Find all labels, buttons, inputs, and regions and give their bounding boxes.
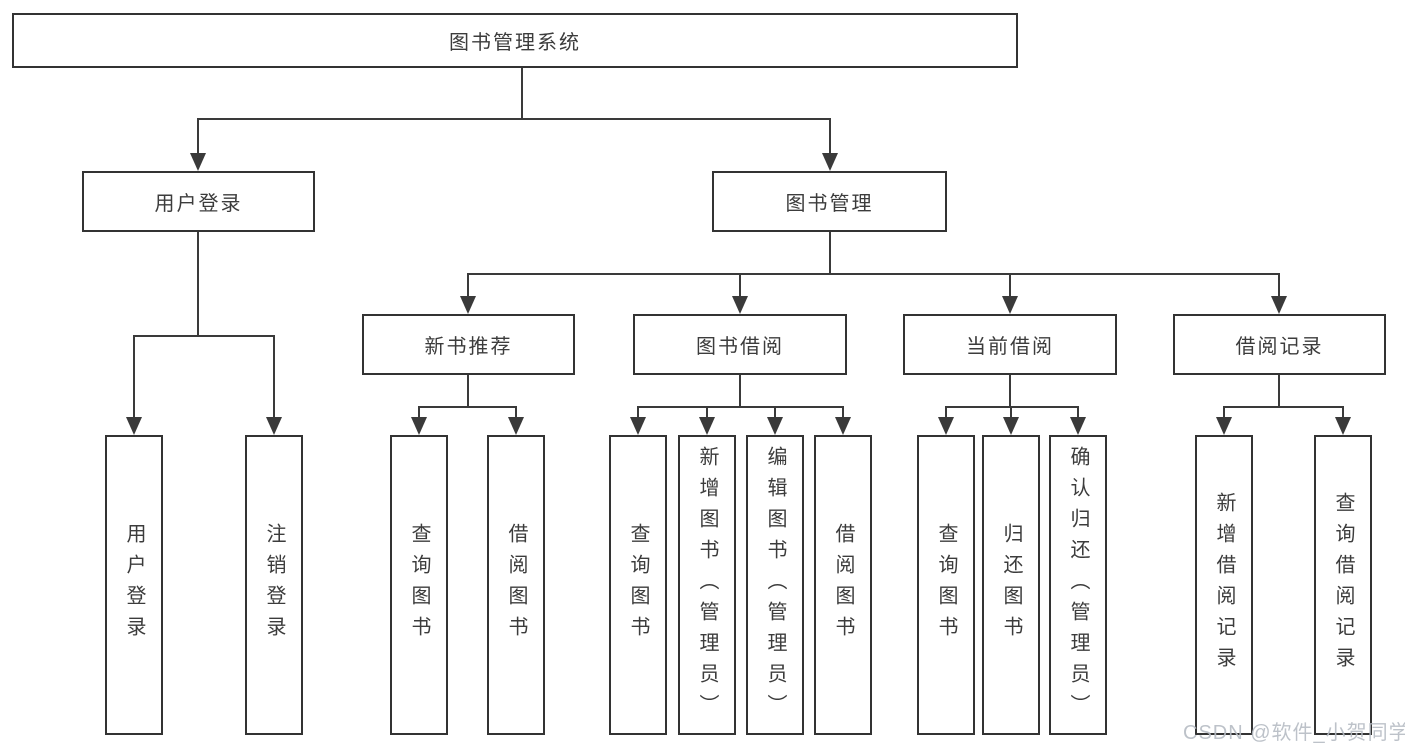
connector-line [637,406,844,408]
connector-line [706,406,708,419]
arrow-down-icon [732,296,748,314]
connector-line [774,406,776,419]
node-user-login-label: 用户登录 [154,193,243,215]
arrow-down-icon [938,417,954,435]
leaf-confirm-return-admin-label: 确认归还（管理员） [1067,445,1089,725]
connector-line [133,335,275,337]
connector-line [637,406,639,419]
arrow-down-icon [767,417,783,435]
connector-line [273,335,275,419]
connector-line [418,406,517,408]
arrow-down-icon [1002,296,1018,314]
leaf-add-borrow-record-label: 新增借阅记录 [1213,492,1235,678]
node-borrowing-records-label: 借阅记录 [1235,336,1324,358]
connector-line [467,273,469,298]
leaf-query-books-recommend: 查询图书 [390,435,448,735]
leaf-query-books-borrowing-label: 查询图书 [627,523,649,647]
connector-line [133,335,135,419]
connector-line [1342,406,1344,419]
connector-line [1278,273,1280,298]
connector-line [197,118,199,155]
leaf-borrow-books-recommend-label: 借阅图书 [505,523,527,647]
arrow-down-icon [190,153,206,171]
arrow-down-icon [835,417,851,435]
leaf-query-borrow-record-label: 查询借阅记录 [1332,492,1354,678]
connector-line [1223,406,1225,419]
connector-line [1010,406,1012,419]
leaf-edit-books-admin-label: 编辑图书（管理员） [764,445,786,725]
leaf-edit-books-admin: 编辑图书（管理员） [746,435,804,735]
arrow-down-icon [266,417,282,435]
leaf-return-books: 归还图书 [982,435,1040,735]
leaf-borrow-books-recommend: 借阅图书 [487,435,545,735]
arrow-down-icon [630,417,646,435]
leaf-query-books-current: 查询图书 [917,435,975,735]
leaf-return-books-label: 归还图书 [1000,523,1022,647]
leaf-query-books-current-label: 查询图书 [935,523,957,647]
connector-line [829,232,831,275]
connector-line [467,273,1280,275]
arrow-down-icon [508,417,524,435]
connector-line [945,406,1079,408]
csdn-watermark: CSDN @软件_小贺同学 [1183,722,1405,744]
arrow-down-icon [411,417,427,435]
node-book-borrowing: 图书借阅 [633,314,847,375]
node-user-login: 用户登录 [82,171,315,232]
leaf-logout: 注销登录 [245,435,303,735]
connector-line [739,273,741,298]
connector-line [521,68,523,120]
leaf-add-borrow-record: 新增借阅记录 [1195,435,1253,735]
leaf-query-books-recommend-label: 查询图书 [408,523,430,647]
connector-line [1223,406,1344,408]
connector-line [1077,406,1079,419]
connector-line [515,406,517,419]
connector-line [945,406,947,419]
node-book-borrowing-label: 图书借阅 [696,336,784,358]
leaf-borrow-books-borrowing-label: 借阅图书 [832,523,854,647]
arrow-down-icon [1271,296,1287,314]
node-current-borrowing: 当前借阅 [903,314,1117,375]
node-current-borrowing-label: 当前借阅 [966,336,1054,358]
arrow-down-icon [822,153,838,171]
leaf-confirm-return-admin: 确认归还（管理员） [1049,435,1107,735]
connector-line [418,406,420,419]
connector-line [1009,375,1011,408]
connector-line [739,375,741,408]
arrow-down-icon [1216,417,1232,435]
node-root: 图书管理系统 [12,13,1018,68]
leaf-logout-label: 注销登录 [263,523,285,647]
node-root-label: 图书管理系统 [449,32,581,54]
connector-line [197,118,831,120]
node-new-book-recommend: 新书推荐 [362,314,575,375]
connector-line [1009,273,1011,298]
arrow-down-icon [1335,417,1351,435]
node-new-book-recommend-label: 新书推荐 [424,336,513,358]
connector-line [467,375,469,408]
arrow-down-icon [126,417,142,435]
connector-line [1278,375,1280,408]
leaf-add-books-admin: 新增图书（管理员） [678,435,736,735]
node-borrowing-records: 借阅记录 [1173,314,1386,375]
leaf-query-books-borrowing: 查询图书 [609,435,667,735]
leaf-borrow-books-borrowing: 借阅图书 [814,435,872,735]
connector-line [842,406,844,419]
node-book-management: 图书管理 [712,171,947,232]
arrow-down-icon [699,417,715,435]
node-book-management-label: 图书管理 [785,193,874,215]
leaf-user-login: 用户登录 [105,435,163,735]
connector-line [829,118,831,155]
connector-line [197,232,199,337]
leaf-user-login-label: 用户登录 [123,523,145,647]
leaf-add-books-admin-label: 新增图书（管理员） [696,445,718,725]
arrow-down-icon [460,296,476,314]
arrow-down-icon [1003,417,1019,435]
leaf-query-borrow-record: 查询借阅记录 [1314,435,1372,735]
arrow-down-icon [1070,417,1086,435]
